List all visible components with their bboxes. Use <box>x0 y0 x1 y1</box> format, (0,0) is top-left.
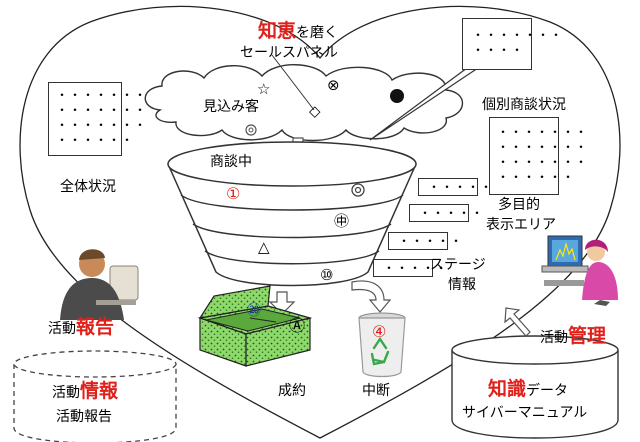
funnel-top <box>167 141 417 187</box>
prospect-solid-dot-icon <box>390 89 404 103</box>
suspend-label: 中断 <box>362 383 390 399</box>
title-pointer-line <box>271 54 315 111</box>
activity-info-label: 活動情報 <box>52 382 118 401</box>
overall-status-dots: ・・・・・・・ ・・・・・・・ ・・・・・・・ ・・・・・・ <box>56 88 148 147</box>
funnel-target-icon <box>351 183 365 197</box>
prospect-cloud <box>144 64 463 142</box>
businessman-icon <box>60 249 139 320</box>
activity-report-accent: 報告 <box>76 316 115 338</box>
funnel-stage-1-mark: ① <box>226 184 241 203</box>
funnel-stage-triangle-mark: △ <box>258 238 270 256</box>
prospect-target-icon <box>245 124 257 136</box>
prospects-label: 見込み客 <box>203 99 259 115</box>
stage-box-1 <box>418 178 478 196</box>
funnel-stage-naka-mark: ㊥ <box>334 212 350 230</box>
overall-status-note <box>48 82 122 156</box>
panel-title: 知恵を磨く <box>258 22 338 41</box>
individual-status-note <box>462 18 532 70</box>
funnel-band-1 <box>180 194 404 211</box>
contract-box-icon <box>197 285 313 367</box>
knowledge-db-sub: サイバーマニュアル <box>462 405 588 421</box>
cross-circle-icon: ⊗ <box>327 76 340 94</box>
multipurpose-note <box>489 117 559 195</box>
funnel-stage-10-mark: ⑩ <box>320 266 334 284</box>
knowledge-db-label: 知識データ <box>488 380 568 399</box>
multipurpose-label-2: 表示エリア <box>486 217 556 233</box>
activity-report-label: 活動報告 <box>48 318 114 337</box>
knowledge-db-accent: 知識 <box>488 378 527 400</box>
negotiation-label: 商談中 <box>210 154 252 170</box>
contract-label: 成約 <box>278 383 306 399</box>
woman-at-computer-icon <box>541 235 618 306</box>
stage-box-3-dots: ・・・・・ <box>398 234 464 248</box>
heart-outline <box>19 5 621 439</box>
individual-status-label: 個別商談状況 <box>482 97 566 113</box>
contract-mark: Ⓐ <box>289 316 306 335</box>
activity-info-sub: 活動報告 <box>56 409 112 425</box>
activity-info-db-icon <box>13 350 177 442</box>
activity-management-label: 活動管理 <box>540 327 606 346</box>
funnel-band-3 <box>204 250 380 265</box>
multipurpose-label-1: 多目的 <box>498 197 540 213</box>
contract-count: ⑳ <box>247 303 261 319</box>
activity-report-prefix: 活動 <box>48 321 76 337</box>
knowledge-db-suffix: データ <box>526 383 569 399</box>
activity-management-accent: 管理 <box>568 325 607 347</box>
arrow-to-suspend <box>351 280 392 313</box>
multipurpose-dots: ・・・・・・・ ・・・・・・・ ・・・・・・・ ・・・・・・ <box>497 125 589 184</box>
stage-box-3 <box>388 232 448 250</box>
stage-box-4 <box>373 259 433 277</box>
activity-info-prefix: 活動 <box>52 385 80 401</box>
suspend-count: ④ <box>372 322 387 341</box>
stage-box-2-dots: ・・・・・ <box>419 206 485 220</box>
recycle-bin-icon <box>358 312 406 378</box>
panel-title-line2: セールスパネル <box>240 45 338 61</box>
knowledge-db-icon <box>451 335 619 439</box>
stage-info-label-1: ステージ <box>430 257 486 273</box>
stage-box-1-dots: ・・・・・ <box>428 180 494 194</box>
stage-box-4-dots: ・・・・・ <box>383 261 449 275</box>
diamond-icon: ◇ <box>309 102 321 120</box>
individual-status-dots: ・・・・・・・ ・・・・ <box>472 28 564 57</box>
title-knowledge: 知恵 <box>258 20 297 42</box>
activity-management-prefix: 活動 <box>540 330 568 346</box>
arrow-to-contract <box>268 291 296 315</box>
activity-info-accent: 情報 <box>80 380 119 402</box>
arrow-activity-management <box>504 307 531 337</box>
title-polish: を磨く <box>296 25 339 41</box>
stage-box-2 <box>409 204 469 222</box>
star-icon: ☆ <box>257 80 271 98</box>
funnel-band-2 <box>192 223 392 239</box>
stage-info-label-2: 情報 <box>448 277 476 293</box>
overall-status-label: 全体状況 <box>60 179 116 195</box>
